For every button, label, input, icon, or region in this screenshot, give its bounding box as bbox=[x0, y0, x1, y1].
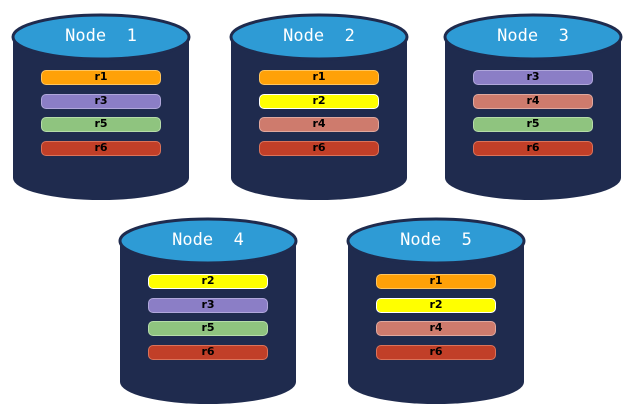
replica-bar-r6: r6 bbox=[259, 140, 379, 156]
replica-bar-r4: r4 bbox=[473, 93, 593, 109]
replica-bar-r3: r3 bbox=[473, 70, 593, 85]
node-label: Node 5 bbox=[400, 230, 472, 250]
replica-list: r1 r2 r4 r6 bbox=[259, 70, 379, 156]
replica-bar-r1: r1 bbox=[376, 274, 496, 289]
replica-list: r1 r3 r5 r6 bbox=[41, 70, 161, 156]
node-label: Node 1 bbox=[65, 26, 137, 46]
cylinder-top-ellipse bbox=[229, 13, 409, 61]
node-5: Node 5 r1 r2 r4 r6 bbox=[344, 212, 528, 406]
replica-bar-r6: r6 bbox=[41, 140, 161, 156]
replica-bar-r2: r2 bbox=[148, 274, 268, 289]
replica-bar-r4: r4 bbox=[259, 117, 379, 132]
replica-bar-r4: r4 bbox=[376, 321, 496, 336]
replica-bar-r1: r1 bbox=[41, 70, 161, 85]
cylinder-top-ellipse bbox=[346, 217, 526, 265]
node-label: Node 3 bbox=[497, 26, 569, 46]
replica-bar-r3: r3 bbox=[148, 297, 268, 313]
node-2: Node 2 r1 r2 r4 r6 bbox=[227, 8, 411, 202]
node-4: Node 4 r2 r3 r5 r6 bbox=[116, 212, 300, 406]
replica-bar-r6: r6 bbox=[473, 140, 593, 156]
replica-bar-r6: r6 bbox=[376, 344, 496, 360]
replica-bar-r2: r2 bbox=[376, 297, 496, 313]
replica-bar-r1: r1 bbox=[259, 70, 379, 85]
replica-bar-r5: r5 bbox=[148, 321, 268, 336]
replica-list: r2 r3 r5 r6 bbox=[148, 274, 268, 360]
node-label: Node 4 bbox=[172, 230, 244, 250]
node-3: Node 3 r3 r4 r5 r6 bbox=[441, 8, 625, 202]
replica-bar-r3: r3 bbox=[41, 93, 161, 109]
replica-list: r1 r2 r4 r6 bbox=[376, 274, 496, 360]
node-1: Node 1 r1 r3 r5 r6 bbox=[9, 8, 193, 202]
node-label: Node 2 bbox=[283, 26, 355, 46]
replica-bar-r2: r2 bbox=[259, 93, 379, 109]
replica-bar-r5: r5 bbox=[41, 117, 161, 132]
replica-bar-r5: r5 bbox=[473, 117, 593, 132]
replica-bar-r6: r6 bbox=[148, 344, 268, 360]
cylinder-top-ellipse bbox=[443, 13, 623, 61]
replica-list: r3 r4 r5 r6 bbox=[473, 70, 593, 156]
cylinder-top-ellipse bbox=[11, 13, 191, 61]
cylinder-top-ellipse bbox=[118, 217, 298, 265]
